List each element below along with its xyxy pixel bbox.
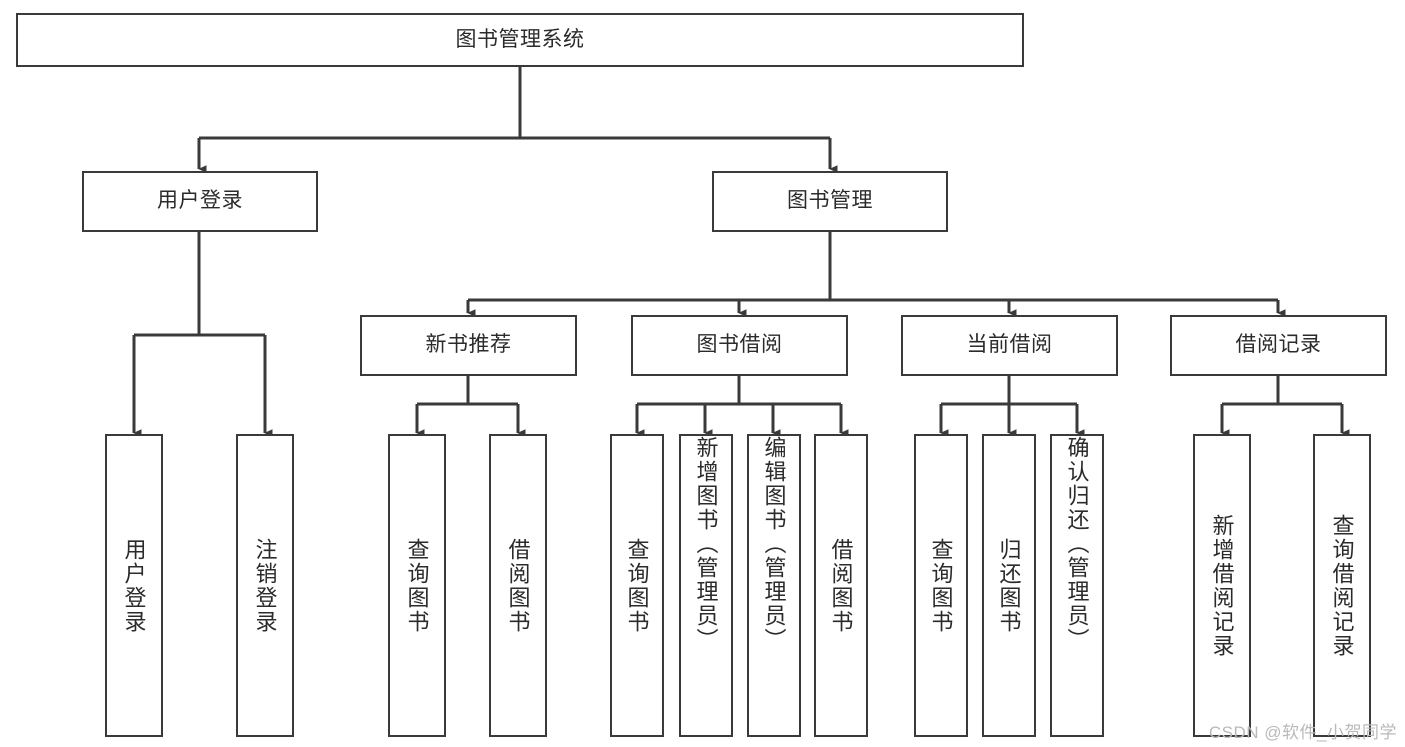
- node-leaf-current-confirm[interactable]: 确认归还（管理员）: [1050, 434, 1104, 737]
- node-leaf-label: 新增借阅记录: [1209, 513, 1235, 658]
- node-leaf-label: 新增图书（管理员）: [693, 436, 719, 652]
- node-leaf-label: 查询图书: [928, 537, 954, 634]
- node-leaf-label: 借阅图书: [505, 537, 531, 634]
- node-leaf-user-logout[interactable]: 注销登录: [236, 434, 294, 737]
- node-leaf-label: 编辑图书（管理员）: [761, 436, 787, 652]
- node-leaf-borrow-edit[interactable]: 编辑图书（管理员）: [747, 434, 801, 737]
- node-leaf-borrow-add[interactable]: 新增图书（管理员）: [679, 434, 733, 737]
- node-book-manage[interactable]: 图书管理: [712, 171, 948, 232]
- node-new-book[interactable]: 新书推荐: [360, 315, 577, 376]
- node-leaf-borrow-lend[interactable]: 借阅图书: [814, 434, 868, 737]
- node-current-borrow[interactable]: 当前借阅: [901, 315, 1118, 376]
- node-leaf-label: 归还图书: [996, 537, 1022, 634]
- node-user-login-label: 用户登录: [157, 189, 243, 213]
- node-leaf-current-return[interactable]: 归还图书: [982, 434, 1036, 737]
- node-user-login[interactable]: 用户登录: [82, 171, 318, 232]
- node-leaf-newbook-query[interactable]: 查询图书: [388, 434, 446, 737]
- node-root-label: 图书管理系统: [455, 27, 585, 51]
- node-leaf-label: 用户登录: [121, 537, 147, 634]
- node-leaf-newbook-borrow[interactable]: 借阅图书: [489, 434, 547, 737]
- node-book-manage-label: 图书管理: [787, 189, 873, 213]
- node-leaf-label: 确认归还（管理员）: [1064, 436, 1090, 652]
- node-leaf-user-login[interactable]: 用户登录: [105, 434, 163, 737]
- node-new-book-label: 新书推荐: [425, 333, 512, 357]
- node-leaf-record-query[interactable]: 查询借阅记录: [1313, 434, 1371, 737]
- node-borrow-record-label: 借阅记录: [1235, 333, 1322, 357]
- node-leaf-record-add[interactable]: 新增借阅记录: [1193, 434, 1251, 737]
- node-leaf-label: 查询借阅记录: [1329, 513, 1355, 658]
- node-book-borrow-label: 图书借阅: [696, 333, 783, 357]
- node-leaf-label: 借阅图书: [828, 537, 854, 634]
- node-leaf-label: 查询图书: [624, 537, 650, 634]
- node-leaf-label: 注销登录: [252, 537, 278, 634]
- node-leaf-borrow-query[interactable]: 查询图书: [610, 434, 664, 737]
- node-root[interactable]: 图书管理系统: [16, 13, 1024, 67]
- node-leaf-current-query[interactable]: 查询图书: [914, 434, 968, 737]
- node-borrow-record[interactable]: 借阅记录: [1170, 315, 1387, 376]
- node-leaf-label: 查询图书: [404, 537, 430, 634]
- node-current-borrow-label: 当前借阅: [966, 333, 1053, 357]
- node-book-borrow[interactable]: 图书借阅: [631, 315, 848, 376]
